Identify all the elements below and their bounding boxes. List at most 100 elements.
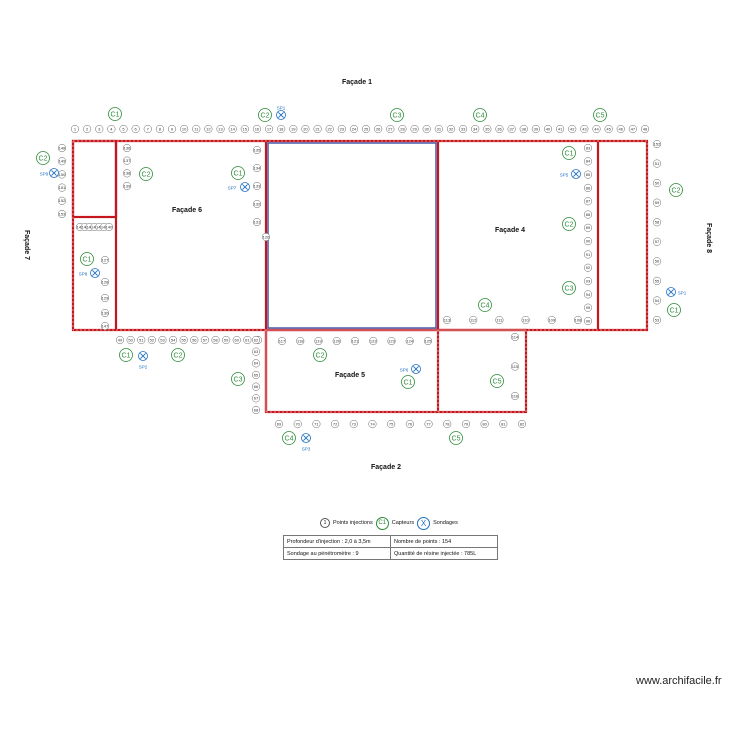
- injection-point-label: 132: [254, 201, 261, 206]
- injection-point-label: 114: [512, 334, 519, 339]
- sensor-label: C4: [481, 303, 490, 310]
- sensor-marker: [593, 108, 607, 122]
- injection-point-marker: [652, 218, 662, 227]
- injection-point-marker: [510, 391, 520, 401]
- injection-point-marker: [137, 335, 146, 345]
- injection-point: 27: [386, 124, 395, 134]
- injection-point: 36: [495, 124, 504, 134]
- injection-point: 59: [222, 335, 231, 345]
- injection-point: 85: [583, 170, 593, 179]
- injection-point-marker: [332, 336, 341, 346]
- injection-point-label: 72: [333, 421, 338, 426]
- injection-point-marker: [410, 124, 419, 134]
- injection-point-label: 144: [86, 224, 93, 229]
- injection-point-marker: [251, 405, 261, 415]
- injection-point-marker: [115, 335, 125, 345]
- sensor-marker: [478, 298, 492, 312]
- injection-point-marker: [422, 124, 431, 134]
- injection-point-marker: [331, 419, 340, 429]
- injection-point: 56: [190, 335, 199, 345]
- injection-point-marker: [240, 124, 249, 134]
- injection-point-label: 138: [124, 171, 131, 176]
- injection-point-marker: [211, 335, 220, 345]
- injection-point-marker: [652, 276, 662, 285]
- injection-point: 51: [652, 159, 662, 168]
- injection-point: 153: [57, 209, 66, 219]
- injection-point-label: 68: [254, 407, 259, 412]
- injection-point-label: 96: [586, 318, 591, 323]
- injection-point: 54: [169, 335, 178, 345]
- sensor-c2: C2: [36, 151, 50, 165]
- sensor-c2: C2: [139, 167, 153, 181]
- injection-point-label: 131: [254, 219, 261, 224]
- injection-point-marker: [499, 419, 508, 429]
- sensor-c2: C2: [313, 348, 327, 362]
- injection-point-marker: [252, 124, 261, 134]
- injection-point-marker: [583, 210, 593, 219]
- injection-point-label: 4: [110, 126, 113, 131]
- injection-point: 10: [180, 124, 189, 134]
- sounding-cross-icon: [140, 353, 146, 359]
- injection-point-label: 152: [654, 141, 661, 146]
- injection-point: 15: [240, 124, 249, 134]
- injection-point-label: 20: [303, 126, 308, 131]
- injection-point: 1: [70, 124, 80, 134]
- injection-point: 7: [143, 124, 152, 134]
- injection-point: 128: [100, 277, 109, 287]
- injection-point: 58: [211, 335, 220, 345]
- injection-point-marker: [362, 124, 371, 134]
- legend: 1 Points injections C1 Capteurs X Sondag…: [320, 516, 458, 530]
- injection-point: 54: [652, 296, 662, 305]
- injection-point-marker: [580, 124, 589, 134]
- injection-point: 134: [252, 163, 261, 173]
- sensor-c5: C5: [449, 431, 463, 445]
- injection-point-label: 124: [406, 338, 413, 343]
- injection-point-label: 55: [181, 337, 186, 342]
- sensor-label: C4: [476, 113, 485, 120]
- injection-point: 114: [510, 332, 520, 342]
- injection-point: 66: [251, 382, 261, 391]
- injection-point-marker: [100, 293, 110, 303]
- injection-point: 116: [510, 391, 520, 401]
- sounding-cross-icon: [278, 112, 284, 118]
- injection-point-label: 29: [412, 126, 417, 131]
- injection-point: 46: [616, 124, 625, 134]
- injection-point-marker: [480, 419, 489, 429]
- injection-point-label: 91: [586, 252, 591, 257]
- injection-point-label: 135: [254, 147, 261, 152]
- injection-point-marker: [652, 139, 662, 149]
- injection-point-marker: [387, 336, 396, 346]
- injection-point-marker: [583, 263, 593, 272]
- injection-point-marker: [640, 124, 650, 134]
- injection-point-label: 13: [218, 126, 223, 131]
- injection-point: 152: [57, 196, 66, 205]
- injection-point-marker: [583, 170, 593, 179]
- injection-point-label: 112: [470, 317, 477, 322]
- sensor-marker: [119, 348, 133, 362]
- injection-point: 93: [583, 277, 593, 286]
- injection-point-label: 123: [388, 338, 395, 343]
- injection-point: 109: [547, 315, 556, 325]
- injection-point-label: 62: [254, 337, 259, 342]
- legend-point-icon: 1: [320, 518, 330, 528]
- injection-point: 131: [252, 217, 261, 227]
- injection-point-label: 152: [59, 198, 66, 203]
- injection-point-marker: [95, 124, 104, 134]
- credit-link[interactable]: www.archifacile.fr: [636, 675, 722, 687]
- injection-point-marker: [251, 335, 261, 345]
- injection-point: 83: [583, 143, 593, 153]
- injection-point-label: 95: [586, 305, 591, 310]
- injection-point-label: 64: [254, 361, 259, 366]
- injection-point: 58: [652, 218, 662, 227]
- injection-point: 133: [252, 181, 261, 191]
- sensor-marker: [562, 217, 576, 231]
- sounding-sp2: SP2: [138, 351, 148, 370]
- injection-point-label: 16: [255, 126, 260, 131]
- injection-point-label: 69: [277, 421, 282, 426]
- injection-point-label: 71: [314, 421, 319, 426]
- sounding-cross-icon: [303, 435, 309, 441]
- injection-point-marker: [583, 237, 593, 246]
- injection-point-label: 78: [445, 421, 450, 426]
- sensor-marker: [139, 167, 153, 181]
- injection-point-marker: [374, 124, 383, 134]
